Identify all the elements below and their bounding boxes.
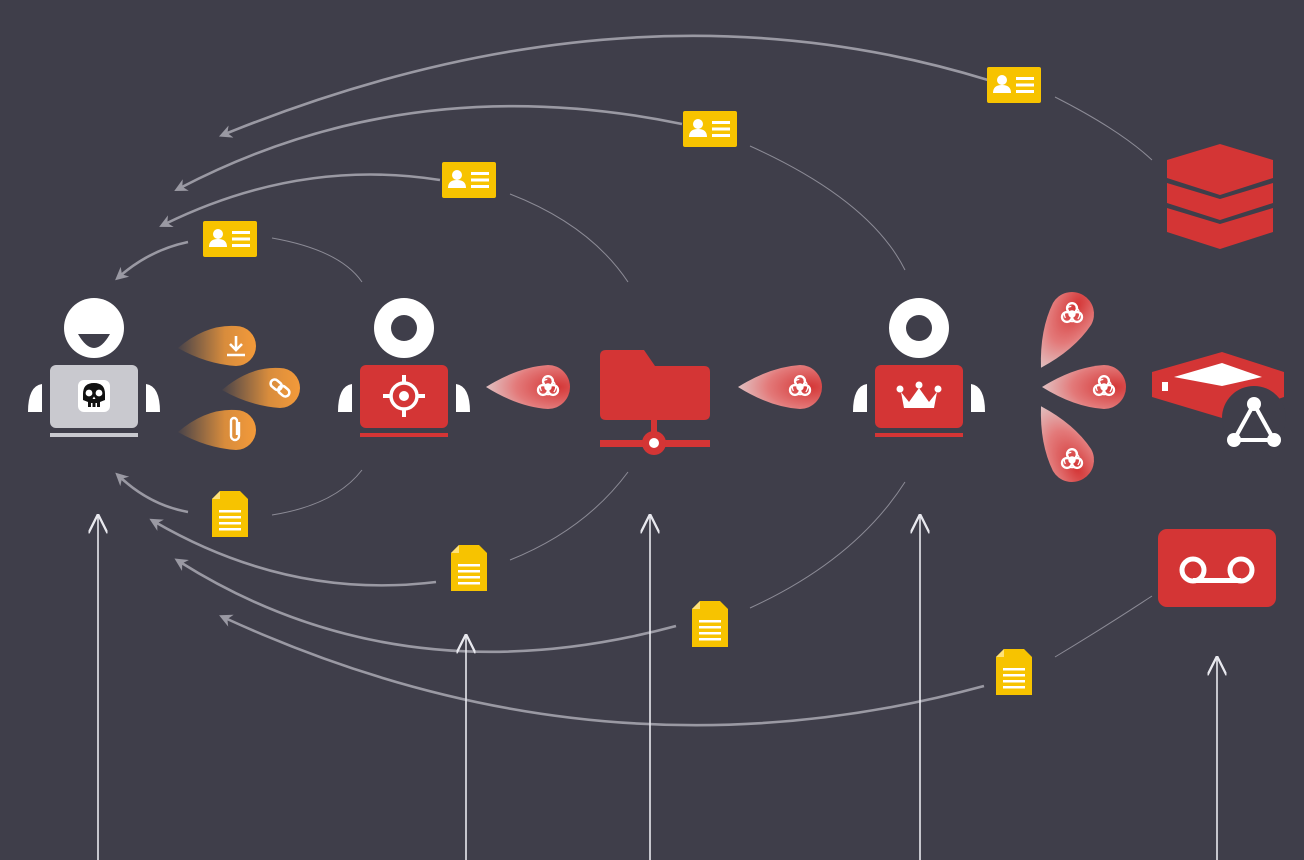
payload-attachment bbox=[178, 410, 256, 450]
biohazard-icon bbox=[1042, 365, 1126, 409]
documents bbox=[212, 491, 1032, 695]
attacker-figure bbox=[28, 298, 160, 437]
biohazard-icon bbox=[486, 365, 570, 409]
admin-user-figure bbox=[853, 298, 985, 437]
id-card-icon bbox=[442, 162, 496, 198]
voicemail-icon bbox=[1158, 529, 1276, 607]
payload-link bbox=[222, 368, 300, 408]
network-server-icon bbox=[1152, 352, 1286, 450]
biohazard-icon bbox=[1022, 284, 1102, 379]
biohazard-icon bbox=[1022, 395, 1102, 490]
payload-download bbox=[178, 326, 256, 366]
database-stack-icon bbox=[1167, 144, 1273, 249]
observation-arrows bbox=[98, 516, 1217, 860]
network-folder-icon bbox=[600, 350, 710, 455]
payload-blobs bbox=[178, 326, 300, 450]
id-card-icon bbox=[203, 221, 257, 257]
document-icon bbox=[212, 491, 248, 537]
document-icon bbox=[451, 545, 487, 591]
avatar-head bbox=[64, 298, 124, 358]
biohazard-icon bbox=[738, 365, 822, 409]
skull-icon bbox=[78, 380, 110, 412]
document-icon bbox=[996, 649, 1032, 695]
targeted-user-figure bbox=[338, 298, 470, 437]
document-icon bbox=[692, 601, 728, 647]
malware-comets bbox=[486, 284, 1126, 490]
id-card-icon bbox=[987, 67, 1041, 103]
id-card-icon bbox=[683, 111, 737, 147]
